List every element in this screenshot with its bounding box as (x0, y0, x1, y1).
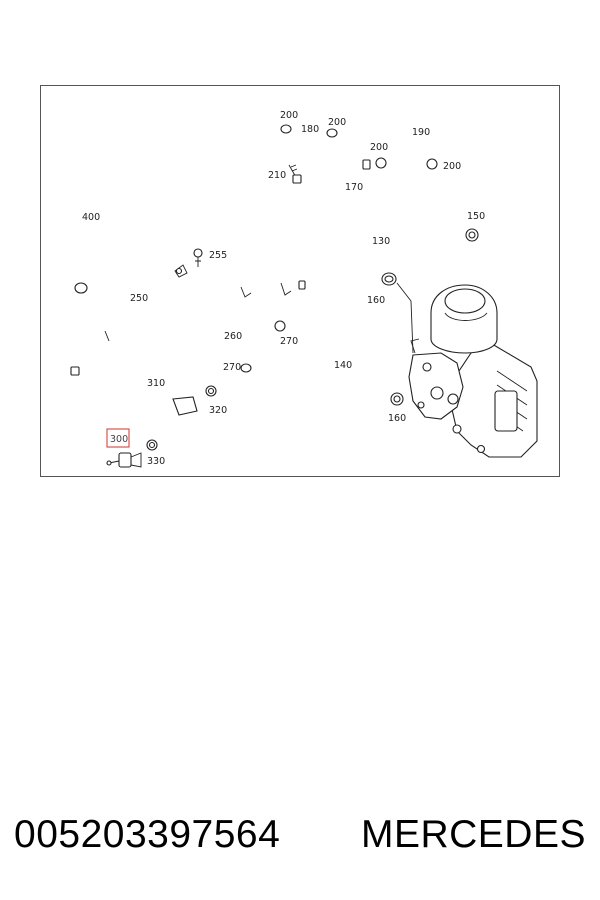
bolt-255 (193, 248, 203, 267)
clamp-150 (465, 228, 479, 242)
part-number: 005203397564 (14, 813, 281, 856)
housing-assembly (408, 284, 538, 458)
sensor-210 (288, 164, 302, 184)
label-330: 330 (147, 456, 165, 467)
clamp-200 (280, 124, 438, 170)
label-170: 170 (345, 182, 363, 193)
label-260: 260 (224, 331, 242, 342)
clamp-330 (146, 439, 158, 451)
label-200: 200 (328, 117, 346, 128)
label-250: 250 (130, 293, 148, 304)
clamp-320 (205, 385, 217, 397)
label-130: 130 (372, 236, 390, 247)
label-270: 270 (280, 336, 298, 347)
label-180: 180 (301, 124, 319, 135)
label-300: 300 (110, 434, 128, 445)
hose-400 (69, 168, 102, 294)
hose-130 (359, 226, 468, 278)
label-210: 210 (268, 170, 286, 181)
label-160: 160 (388, 413, 406, 424)
highlight-box (106, 428, 130, 448)
label-400: 400 (82, 212, 100, 223)
brand-name: MERCEDES (360, 813, 586, 856)
coolant-pipe-170 (244, 116, 371, 186)
clamp-270 (240, 320, 286, 373)
diagram-frame: 200 180 200 200 190 200 210 170 400 150 … (40, 85, 560, 477)
clamp-160 (381, 272, 414, 406)
label-255: 255 (209, 250, 227, 261)
label-200: 200 (280, 110, 298, 121)
label-310: 310 (147, 378, 165, 389)
label-160: 160 (367, 295, 385, 306)
hose-310 (115, 388, 211, 449)
hose-260 (243, 325, 277, 371)
label-140: 140 (334, 360, 352, 371)
pipe-250 (70, 264, 320, 376)
label-190: 190 (412, 127, 430, 138)
hose-180 (260, 125, 326, 143)
part-300 (106, 452, 142, 468)
footer: 005203397564 MERCEDES (0, 800, 600, 870)
label-200: 200 (443, 161, 461, 172)
label-200: 200 (370, 142, 388, 153)
parts-diagram: 200 180 200 200 190 200 210 170 400 150 … (69, 110, 538, 468)
label-270: 270 (223, 362, 241, 373)
label-320: 320 (209, 405, 227, 416)
hose-190 (386, 139, 430, 162)
label-150: 150 (467, 211, 485, 222)
hose-140 (359, 321, 398, 396)
